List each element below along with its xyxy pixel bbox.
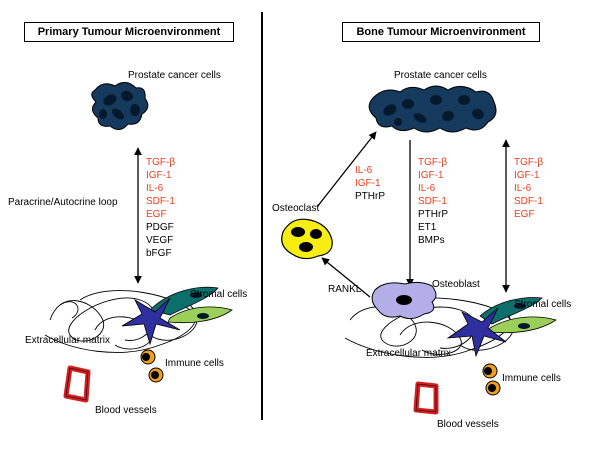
bone-blood-vessel — [413, 381, 439, 415]
bone-matrix-label: Extracellular matrix — [366, 348, 451, 359]
factor-sdf1: SDF-1 — [146, 196, 175, 207]
right-factor-igf1: IGF-1 — [514, 170, 540, 181]
osteoblast-label: Osteoblast — [432, 279, 480, 290]
middle-factor-bmps: BMPs — [418, 235, 445, 246]
primary-matrix-label: Extracellular matrix — [25, 335, 110, 346]
bone-stromal-cells — [446, 297, 557, 358]
right-factor-tgfb: TGF-β — [514, 157, 543, 168]
bone-immune-cells — [482, 363, 501, 396]
middle-factor-pthrp: PTHrP — [418, 209, 448, 220]
bone-vessels-label: Blood vessels — [437, 419, 499, 430]
factor-tgfb: TGF-β — [146, 157, 175, 168]
middle-factor-igf1: IGF-1 — [418, 170, 444, 181]
factor-vegf: VEGF — [146, 235, 173, 246]
primary-stromal-cells — [121, 286, 233, 346]
osteoclast-to-cancer-arrow — [316, 131, 377, 208]
osteoclast-factor-igf1: IGF-1 — [355, 178, 381, 189]
primary-factor-list: TGF-β IGF-1 IL-6 SDF-1 EGF PDGF VEGF bFG… — [146, 157, 175, 259]
right-factor-il6: IL-6 — [514, 183, 532, 194]
right-factor-sdf1: SDF-1 — [514, 196, 543, 207]
factor-igf1: IGF-1 — [146, 170, 172, 181]
bone-stromal-label: Stromal cells — [514, 299, 571, 310]
middle-factor-tgfb: TGF-β — [418, 157, 447, 168]
primary-vessels-label: Blood vessels — [95, 405, 157, 416]
bone-panel-title: Bone Tumour Microenvironment — [342, 22, 540, 42]
primary-cancer-label: Prostate cancer cells — [128, 70, 221, 81]
primary-blood-vessel — [63, 365, 91, 403]
rankl-arrow — [321, 257, 371, 298]
paracrine-loop-label: Paracrine/Autocrine loop — [8, 197, 118, 208]
right-factor-egf: EGF — [514, 209, 535, 220]
bone-immune-label: Immune cells — [502, 373, 561, 384]
bone-cancer-cells — [368, 85, 497, 133]
factor-pdgf: PDGF — [146, 222, 174, 233]
osteoclast-factor-pthrp: PTHrP — [355, 191, 385, 202]
rankl-label: RANKL — [328, 284, 362, 295]
osteoclast-label: Osteoclast — [272, 203, 319, 214]
primary-cancer-cells — [91, 82, 149, 130]
primary-stromal-label: Stromal cells — [190, 289, 247, 300]
middle-factor-list: TGF-β IGF-1 IL-6 SDF-1 PTHrP ET1 BMPs — [418, 157, 448, 246]
osteoclast-factor-list: IL-6 IGF-1 PTHrP — [355, 165, 385, 202]
middle-factor-il6: IL-6 — [418, 183, 436, 194]
primary-panel-title: Primary Tumour Microenvironment — [24, 22, 234, 42]
factor-il6: IL-6 — [146, 183, 164, 194]
factor-bfgf: bFGF — [146, 248, 172, 259]
right-factor-list: TGF-β IGF-1 IL-6 SDF-1 EGF — [514, 157, 543, 220]
middle-factor-et1: ET1 — [418, 222, 437, 233]
osteoclast-factor-il6: IL-6 — [355, 165, 373, 176]
primary-immune-cells — [140, 349, 164, 383]
middle-factor-sdf1: SDF-1 — [418, 196, 447, 207]
bone-cancer-label: Prostate cancer cells — [394, 70, 487, 81]
osteoblast-cell — [371, 281, 437, 320]
osteoclast-cell — [281, 218, 333, 260]
primary-immune-label: Immune cells — [165, 358, 224, 369]
factor-egf: EGF — [146, 209, 167, 220]
